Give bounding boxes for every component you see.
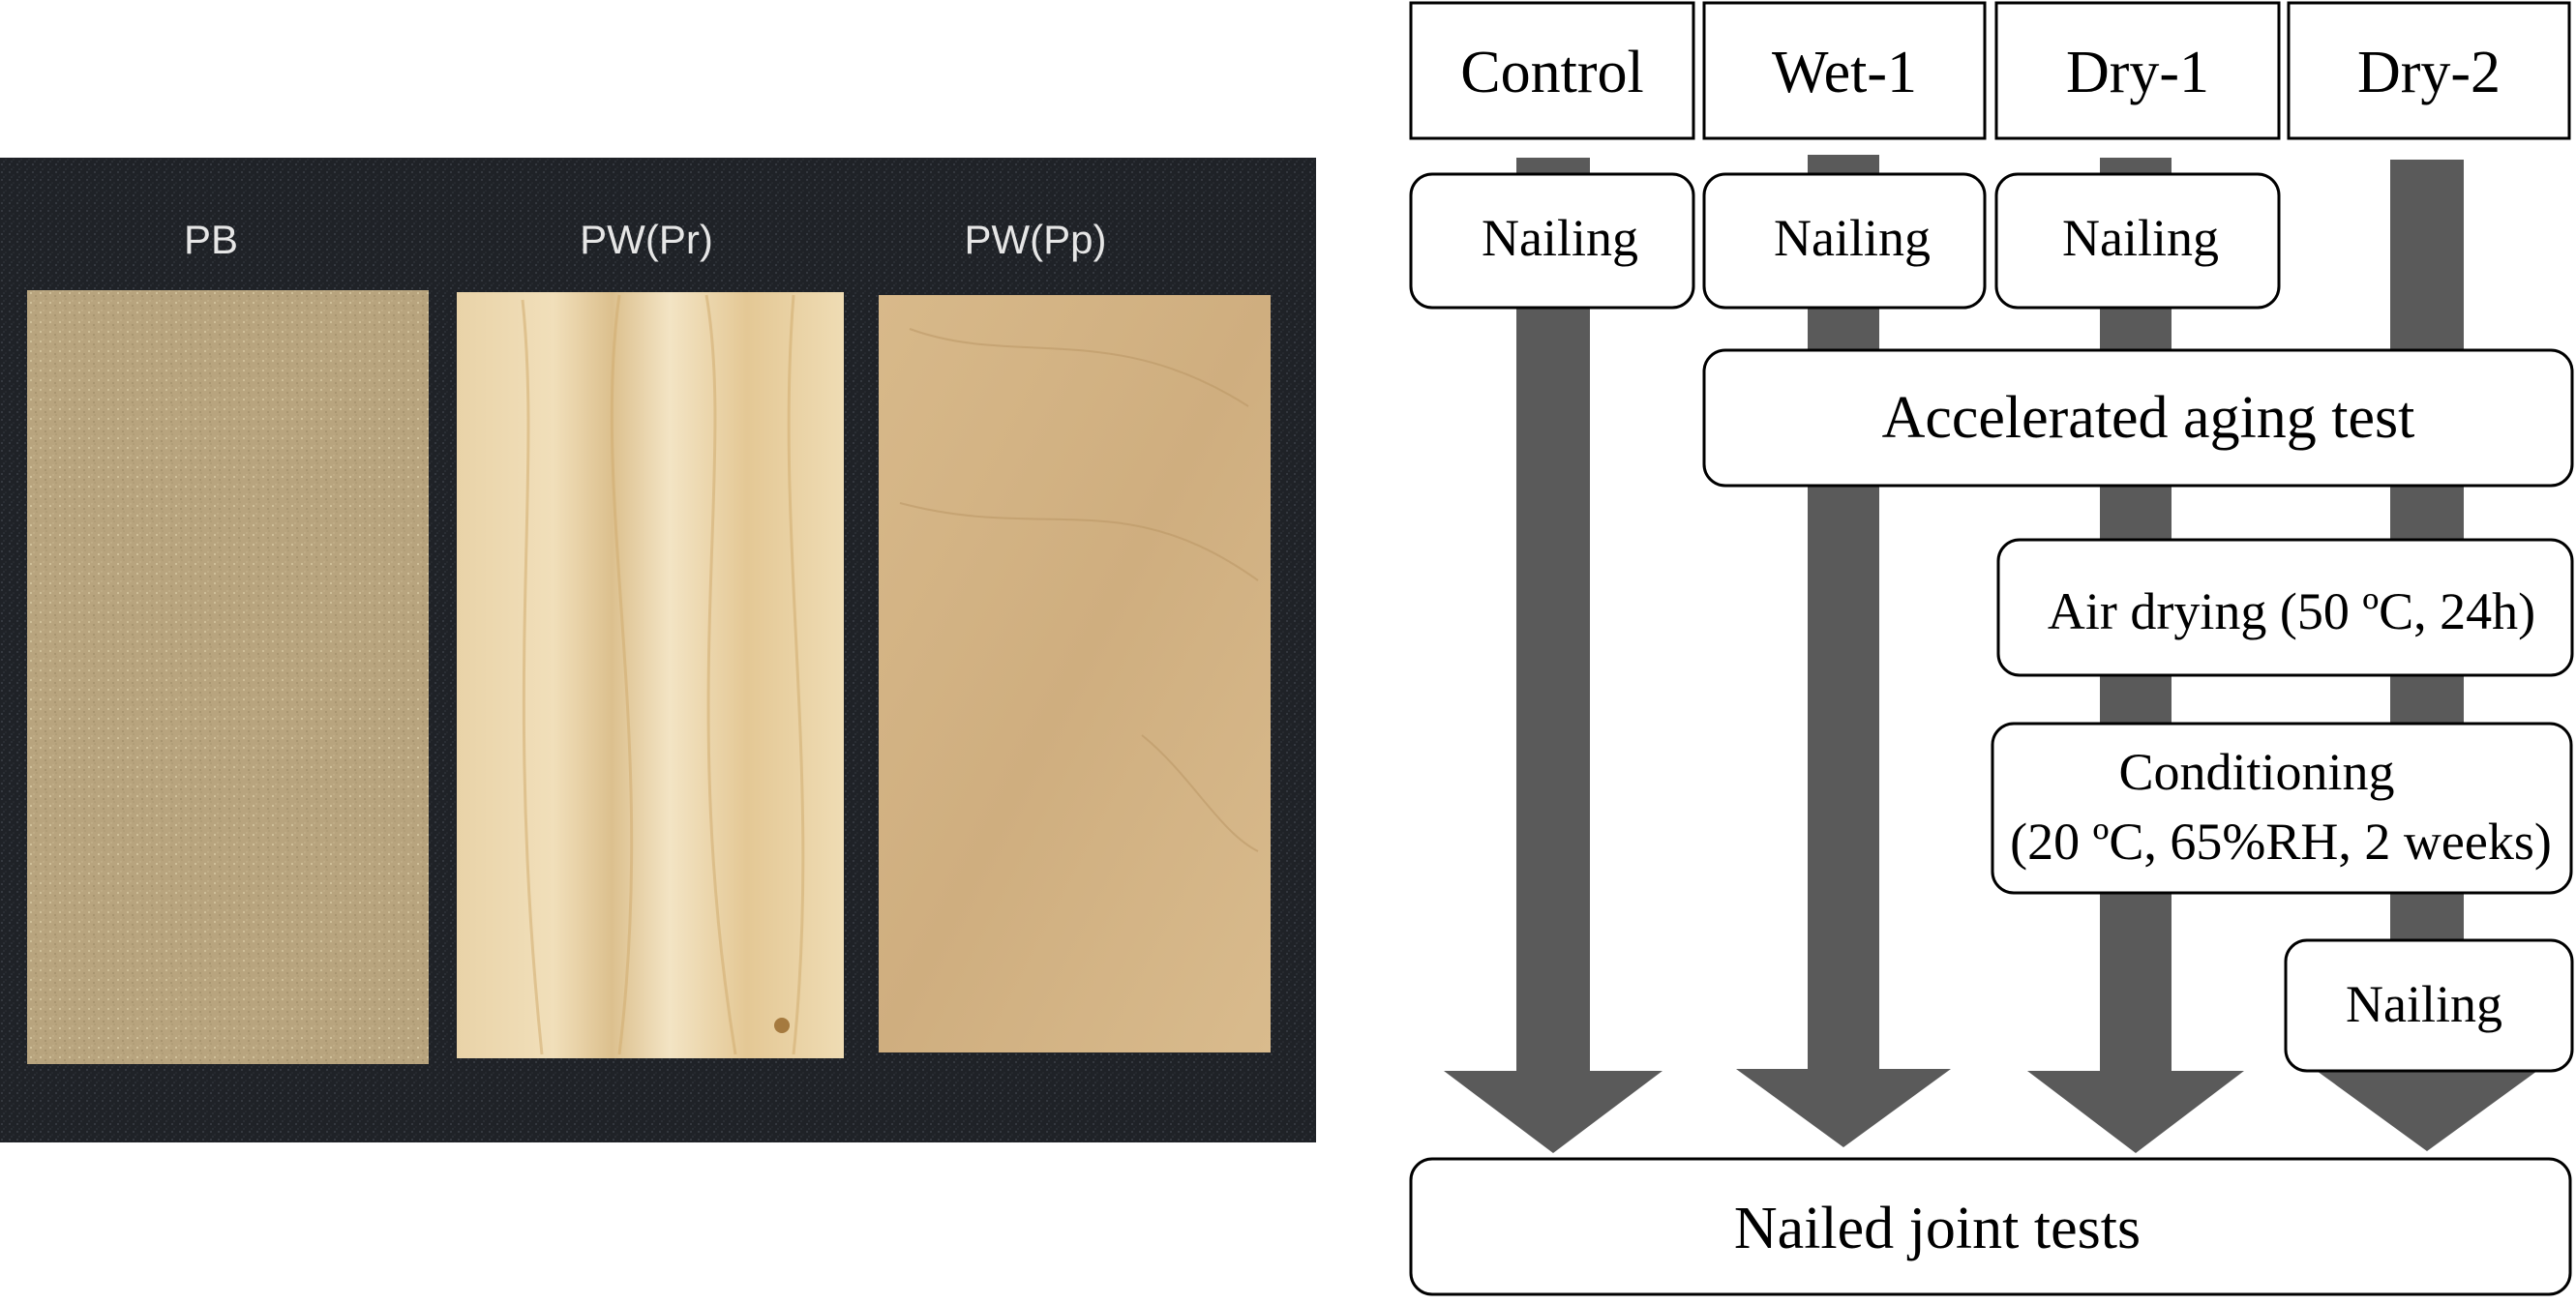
header-dry-2: Dry-2 (2357, 40, 2501, 105)
header-box-dry-2 (2287, 1, 2571, 140)
air-drying-box (1996, 538, 2574, 677)
plywood-pp-specimen (879, 295, 1271, 1052)
step-nailing-wet-1: Nailing (1774, 209, 1931, 267)
header-dry-1: Dry-1 (2066, 40, 2209, 105)
photo-label-pw-pr: PW(Pr) (580, 217, 713, 262)
flowchart: Control Wet-1 Dry-1 Dry-2 Nailing Nailin… (1409, 1, 2574, 1296)
step-conditioning-title: Conditioning (2118, 743, 2394, 801)
header-control: Control (1460, 40, 1643, 105)
column-headers (1409, 1, 2571, 140)
step-nailed-joint-tests: Nailed joint tests (1734, 1196, 2141, 1261)
particleboard-specimen (27, 290, 429, 1064)
final-test-box (1409, 1157, 2572, 1296)
knot (774, 1018, 790, 1033)
plywood-pr-grain (521, 294, 805, 1055)
nailing-box-wet-1 (1702, 172, 1987, 310)
header-wet-1: Wet-1 (1772, 40, 1917, 105)
step-accelerated-aging: Accelerated aging test (1882, 385, 2415, 451)
nailing-box-dry-1 (1994, 172, 2281, 310)
arrow-control (1444, 158, 1662, 1153)
photo-label-pw-pp: PW(Pp) (965, 217, 1107, 262)
specimen-photo: PB PW(Pr) PW(Pp) (0, 158, 1316, 1142)
plywood-pp-grain (899, 328, 1259, 852)
step-nailing-control: Nailing (1482, 209, 1638, 267)
nailing-box-control (1409, 172, 1695, 310)
conditioning-box (1991, 722, 2573, 895)
header-box-dry-1 (1994, 1, 2281, 140)
step-air-drying: Air drying (50 ºC, 24h) (2048, 582, 2535, 640)
header-box-wet-1 (1702, 1, 1987, 140)
photo-label-pb: PB (184, 217, 238, 262)
step-conditioning-detail: (20 ºC, 65%RH, 2 weeks) (2010, 813, 2552, 871)
step-boxes (1409, 172, 2574, 1296)
nailing-box-dry-2 (2284, 938, 2574, 1073)
step-nailing-dry-2: Nailing (2346, 975, 2502, 1033)
step-nailing-dry-1: Nailing (2062, 209, 2219, 267)
arrow-wet-1 (1736, 155, 1951, 1147)
plywood-pr-specimen (457, 292, 844, 1058)
header-box-control (1409, 1, 1695, 140)
accelerated-aging-box (1702, 348, 2574, 488)
